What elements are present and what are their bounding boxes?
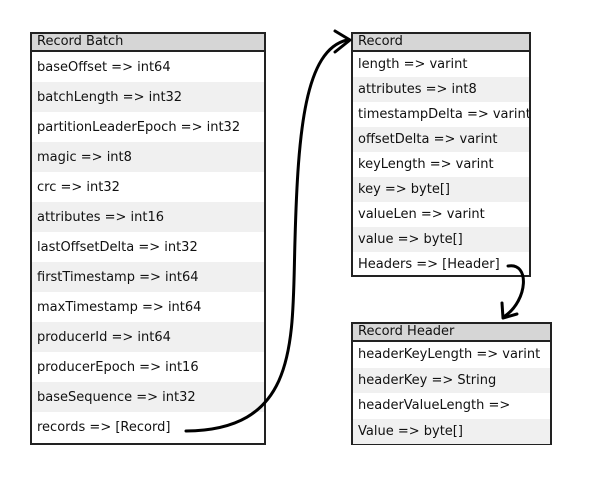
record-field-headers: Headers => [Header] (358, 257, 500, 272)
record-field-attributes: attributes => int8 (353, 77, 529, 102)
record-batch-field-partition-leader-epoch: partitionLeaderEpoch => int32 (37, 119, 241, 135)
record-batch-field-batch-length: batchLength => int32 (32, 82, 264, 112)
record-header-field-header-key: headerKey => String (353, 367, 550, 393)
record-field-offset-delta: offsetDelta => varint (353, 127, 529, 152)
record-batch-field-attributes: attributes => int16 (32, 202, 264, 232)
record-header-title: Record Header (353, 324, 550, 342)
record-batch-field-records: records => [Record] (37, 419, 171, 435)
record-field-value-len: valueLen => varint (358, 207, 485, 222)
record-field-timestamp-delta: timestampDelta => varint (358, 107, 529, 122)
record-batch-field-max-timestamp: maxTimestamp => int64 (37, 299, 202, 315)
record-batch-field-base-offset: baseOffset => int64 (37, 59, 171, 75)
record-title: Record (353, 34, 529, 52)
record-batch-field-first-timestamp: firstTimestamp => int64 (32, 262, 264, 292)
record-batch-field-last-offset-delta: lastOffsetDelta => int32 (37, 239, 198, 255)
record-header-field-value: Value => byte[] (353, 418, 550, 444)
record-header-table: Record Header headerKeyLength => varint … (351, 322, 552, 445)
records-to-record-arrow (184, 38, 349, 433)
headers-to-record-header-arrow (503, 264, 525, 318)
record-header-field-header-value-length: headerValueLength => (358, 398, 511, 414)
record-batch-field-magic: magic => int8 (32, 142, 264, 172)
records-to-record-arrowhead (333, 29, 352, 54)
record-batch-table: Record Batch baseOffset => int64 batchLe… (30, 32, 266, 445)
record-field-key: key => byte[] (353, 177, 529, 202)
record-batch-field-producer-epoch: producerEpoch => int16 (37, 359, 199, 375)
record-batch-field-producer-id: producerId => int64 (32, 322, 264, 352)
headers-to-record-header-arrowhead (500, 301, 519, 320)
record-batch-field-crc: crc => int32 (37, 179, 120, 195)
record-header-field-header-key-length: headerKeyLength => varint (358, 347, 541, 363)
record-field-key-length: keyLength => varint (358, 157, 494, 172)
record-batch-title: Record Batch (32, 34, 264, 52)
record-field-value: value => byte[] (353, 227, 529, 252)
record-table: Record length => varint attributes => in… (351, 32, 531, 277)
record-field-length: length => varint (358, 57, 468, 72)
record-batch-field-base-sequence: baseSequence => int32 (32, 382, 264, 412)
